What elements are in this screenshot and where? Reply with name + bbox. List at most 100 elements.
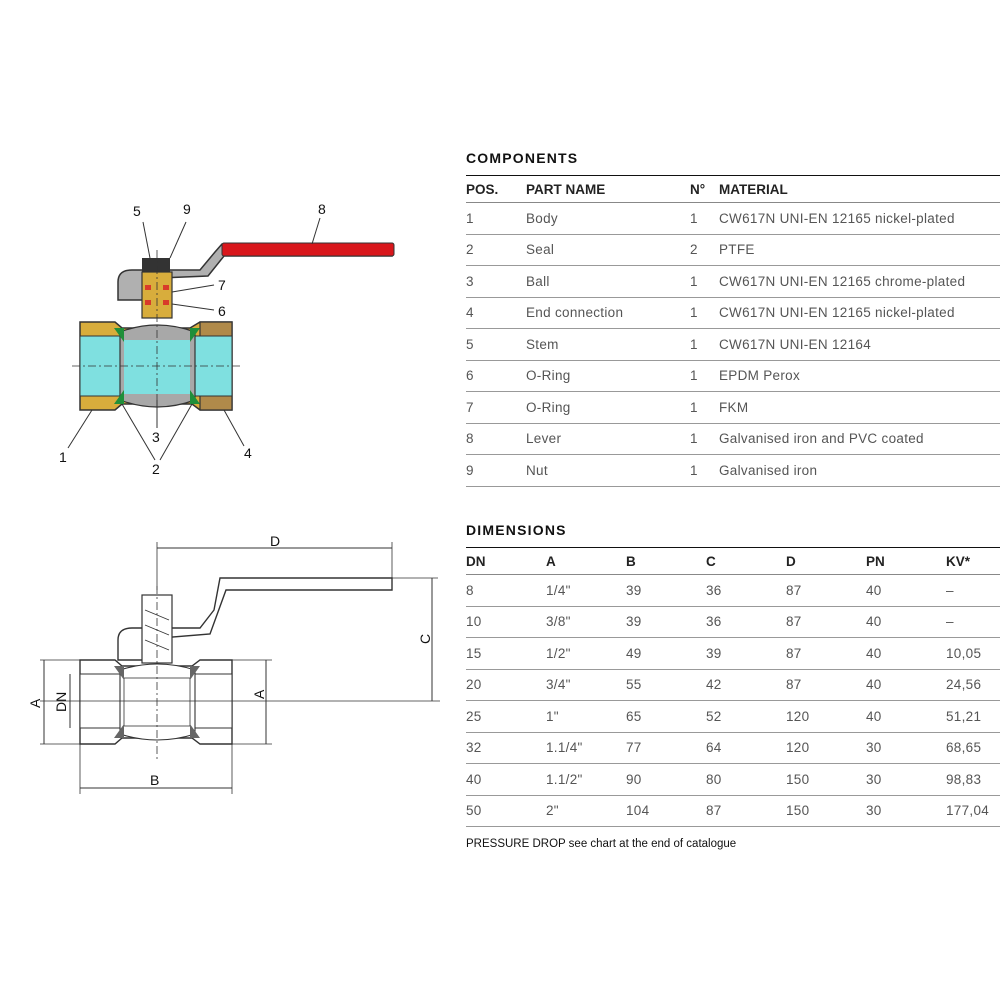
table-cell: 52 (706, 700, 786, 733)
table-cell: 1 (690, 328, 719, 361)
table-cell: 4 (466, 297, 526, 329)
table-cell: EPDM Perox (719, 360, 1000, 392)
components-header-row: POS. PART NAME N° MATERIAL (466, 175, 1000, 203)
table-cell: 3/8" (546, 606, 626, 638)
table-cell: 8 (466, 574, 546, 607)
table-cell: CW617N UNI-EN 12164 (719, 328, 1000, 361)
dim-label-dn: DN (53, 692, 69, 712)
table-cell: 40 (866, 700, 946, 733)
header-kv: KV* (946, 547, 1000, 575)
table-cell: 9 (466, 454, 526, 487)
table-cell: 20 (466, 669, 546, 701)
table-cell: 39 (626, 574, 706, 607)
header-count: N° (690, 175, 719, 203)
header-pos: POS. (466, 175, 526, 203)
table-cell: 7 (466, 391, 526, 424)
table-cell: 98,83 (946, 763, 1000, 796)
table-cell: 1 (690, 423, 719, 455)
table-cell: 15 (466, 637, 546, 670)
header-material: MATERIAL (719, 175, 1000, 203)
dimensions-title: DIMENSIONS (466, 522, 567, 538)
table-cell: 30 (866, 732, 946, 764)
lever-grip (221, 242, 395, 257)
table-cell: 2 (466, 234, 526, 266)
table-cell: 177,04 (946, 795, 1000, 827)
table-cell: Body (526, 202, 690, 235)
table-cell: 150 (786, 763, 866, 796)
table-cell: 87 (786, 574, 866, 607)
table-cell: 90 (626, 763, 706, 796)
table-cell: 1 (690, 454, 719, 487)
table-cell: Galvanised iron (719, 454, 1000, 487)
table-cell: 68,65 (946, 732, 1000, 764)
table-cell: Stem (526, 328, 690, 361)
table-cell: CW617N UNI-EN 12165 nickel-plated (719, 297, 1000, 329)
table-cell: 87 (786, 637, 866, 670)
table-cell: 87 (706, 795, 786, 827)
callout-1: 1 (59, 449, 67, 465)
callout-8: 8 (318, 201, 326, 217)
callout-9: 9 (183, 201, 191, 217)
header-b: B (626, 547, 706, 575)
table-cell: PTFE (719, 234, 1000, 266)
dimension-drawing: D B C A DN A (27, 533, 440, 794)
callout-3: 3 (152, 429, 160, 445)
table-cell: 36 (706, 606, 786, 638)
table-cell: 32 (466, 732, 546, 764)
table-cell: 50 (466, 795, 546, 827)
table-cell: 2 (690, 234, 719, 266)
table-cell: 1/4" (546, 574, 626, 607)
dimensions-header-row: DN A B C D PN KV* (466, 547, 1000, 575)
table-cell: 30 (866, 763, 946, 796)
table-cell: End connection (526, 297, 690, 329)
header-a: A (546, 547, 626, 575)
table-cell: 120 (786, 732, 866, 764)
callout-2: 2 (152, 461, 160, 477)
table-cell: 1.1/4" (546, 732, 626, 764)
table-cell: 40 (866, 669, 946, 701)
table-cell: 1/2" (546, 637, 626, 670)
table-cell: 36 (706, 574, 786, 607)
dim-label-c: C (417, 634, 433, 644)
dim-label-a-left: A (27, 698, 43, 708)
table-cell: 1 (690, 360, 719, 392)
table-cell: Ball (526, 265, 690, 298)
table-cell: 80 (706, 763, 786, 796)
callout-6: 6 (218, 303, 226, 319)
table-cell: 40 (866, 637, 946, 670)
table-cell: 150 (786, 795, 866, 827)
table-cell: 24,56 (946, 669, 1000, 701)
components-title: COMPONENTS (466, 150, 579, 166)
table-cell: 51,21 (946, 700, 1000, 733)
callout-5: 5 (133, 203, 141, 219)
table-cell: 30 (866, 795, 946, 827)
header-c: C (706, 547, 786, 575)
table-cell: 6 (466, 360, 526, 392)
table-cell: CW617N UNI-EN 12165 nickel-plated (719, 202, 1000, 235)
table-cell: 1 (690, 297, 719, 329)
table-cell: 1 (466, 202, 526, 235)
table-cell: 104 (626, 795, 706, 827)
table-cell: 64 (706, 732, 786, 764)
table-cell: 120 (786, 700, 866, 733)
header-dn: DN (466, 547, 546, 575)
header-pn: PN (866, 547, 946, 575)
table-cell: Nut (526, 454, 690, 487)
header-part-name: PART NAME (526, 175, 690, 203)
table-cell: O-Ring (526, 391, 690, 424)
